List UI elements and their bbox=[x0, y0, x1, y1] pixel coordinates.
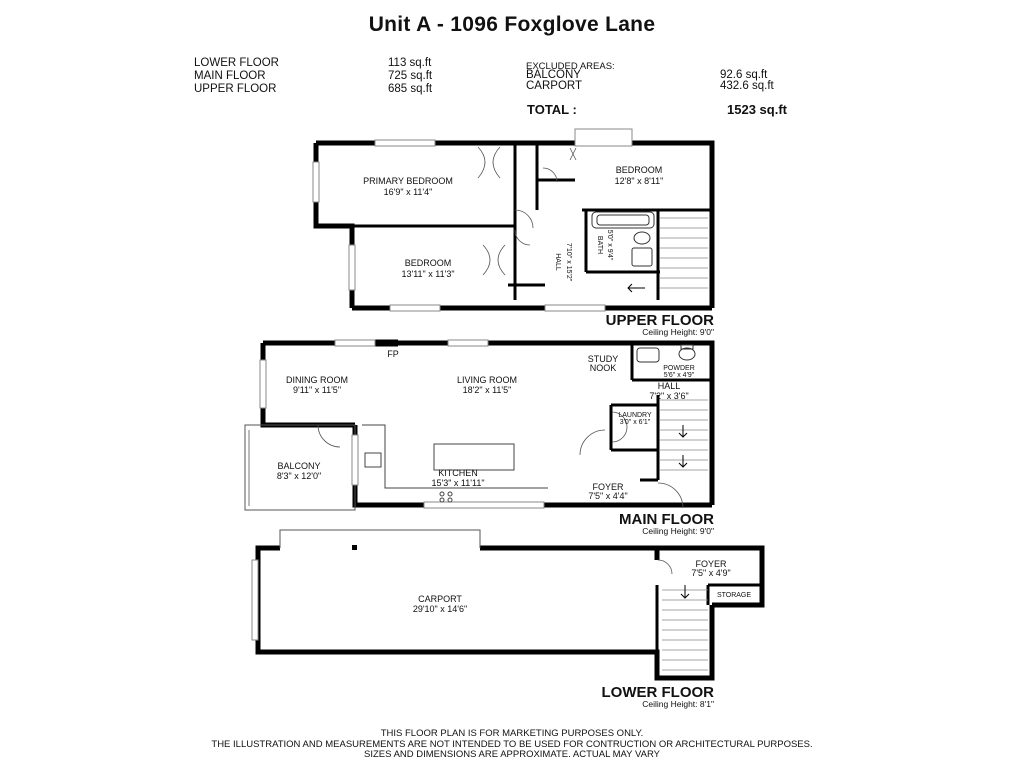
upper-hall-label: HALL bbox=[554, 253, 561, 271]
lower-floor-ceiling: Ceiling Height: 8'1" bbox=[642, 699, 714, 709]
kitchen-label: KITCHEN bbox=[438, 468, 478, 478]
disclaimer-line-3: SIZES AND DIMENSIONS ARE APPROXIMATE. AC… bbox=[364, 749, 660, 760]
upper-hall-dims: 7'10" x 15'2" bbox=[565, 243, 572, 282]
laundry-label: LAUNDRY bbox=[618, 412, 652, 419]
powder-label: POWDER bbox=[663, 365, 695, 372]
primary-bedroom-dims: 16'9" x 11'4" bbox=[384, 187, 433, 197]
page-title: Unit A - 1096 Foxglove Lane bbox=[368, 13, 656, 36]
main-floor-area-label: MAIN FLOOR bbox=[194, 70, 266, 82]
upper-floor-plan: PRIMARY BEDROOM 16'9" x 11'4" BEDROOM 12… bbox=[312, 128, 715, 337]
disclaimer-line-1: THIS FLOOR PLAN IS FOR MARKETING PURPOSE… bbox=[380, 728, 644, 739]
bedroom-right-dims: 12'8" x 8'11" bbox=[615, 176, 664, 186]
kitchen-dims: 15'3" x 11'11" bbox=[431, 478, 484, 488]
storage-label: STORAGE bbox=[717, 592, 751, 599]
balcony-area-label: BALCONY bbox=[526, 69, 581, 81]
lower-floor-area-label: LOWER FLOOR bbox=[194, 57, 279, 69]
living-room-dims: 18'2" x 11'5" bbox=[463, 385, 512, 395]
upper-floor-area-value: 685 sq.ft bbox=[388, 83, 433, 95]
carport-area-value: 432.6 sq.ft bbox=[720, 80, 774, 92]
carport-label: CARPORT bbox=[418, 594, 462, 604]
upper-floor-title: UPPER FLOOR bbox=[606, 312, 715, 329]
dining-room-dims: 9'11" x 11'5" bbox=[293, 385, 341, 395]
study-nook-label-1: STUDY bbox=[588, 354, 619, 364]
total-area-label: TOTAL : bbox=[527, 102, 577, 117]
balcony-area-value: 92.6 sq.ft bbox=[720, 69, 768, 81]
primary-bedroom-label: PRIMARY BEDROOM bbox=[363, 176, 453, 186]
bedroom-right-label: BEDROOM bbox=[616, 165, 663, 175]
main-floor-plan: FP DINING ROOM 9'11" x 11'5" LIVING ROOM… bbox=[244, 339, 715, 536]
living-room-label: LIVING ROOM bbox=[457, 375, 517, 385]
lower-floor-plan: CARPORT 29'10" x 14'6" FOYER 7'5" x 4'9"… bbox=[251, 529, 765, 709]
lower-floor-area-value: 113 sq.ft bbox=[388, 57, 432, 69]
main-hall-dims: 7'2" x 3'6" bbox=[649, 391, 688, 401]
disclaimer: THIS FLOOR PLAN IS FOR MARKETING PURPOSE… bbox=[0, 728, 1024, 761]
disclaimer-line-2: THE ILLUSTRATION AND MEASUREMENTS ARE NO… bbox=[211, 738, 813, 750]
bath-dims: 5'0" x 9'4" bbox=[606, 230, 613, 261]
dining-room-label: DINING ROOM bbox=[286, 375, 348, 385]
fireplace-label: FP bbox=[387, 349, 399, 359]
main-hall-label: HALL bbox=[658, 381, 681, 391]
upper-floor-area-label: UPPER FLOOR bbox=[194, 83, 277, 95]
laundry-dims: 3'0" x 6'1" bbox=[620, 419, 651, 426]
main-floor-ceiling: Ceiling Height: 9'0" bbox=[642, 526, 714, 536]
lower-foyer-label: FOYER bbox=[695, 559, 727, 569]
excluded-areas-heading: EXCLUDED AREAS: bbox=[526, 61, 615, 72]
upper-floor-ceiling: Ceiling Height: 9'0" bbox=[642, 327, 714, 337]
main-floor-area-value: 725 sq.ft bbox=[388, 70, 433, 82]
lower-foyer-dims: 7'5" x 4'9" bbox=[691, 568, 730, 578]
study-nook-label-2: NOOK bbox=[590, 363, 617, 373]
powder-dims: 5'6" x 4'9" bbox=[664, 372, 695, 379]
bedroom-left-label: BEDROOM bbox=[405, 258, 452, 268]
bath-label: BATH bbox=[596, 236, 603, 254]
lower-floor-title: LOWER FLOOR bbox=[602, 684, 715, 701]
main-foyer-dims: 7'5" x 4'4" bbox=[588, 491, 627, 501]
carport-area-label: CARPORT bbox=[526, 80, 583, 92]
bedroom-left-dims: 13'11" x 11'3" bbox=[401, 269, 454, 279]
main-foyer-label: FOYER bbox=[592, 482, 624, 492]
balcony-dims: 8'3" x 12'0" bbox=[277, 471, 321, 481]
main-floor-title: MAIN FLOOR bbox=[619, 511, 714, 528]
total-area-value: 1523 sq.ft bbox=[727, 102, 787, 117]
balcony-label: BALCONY bbox=[277, 461, 320, 471]
carport-dims: 29'10" x 14'6" bbox=[413, 604, 467, 614]
